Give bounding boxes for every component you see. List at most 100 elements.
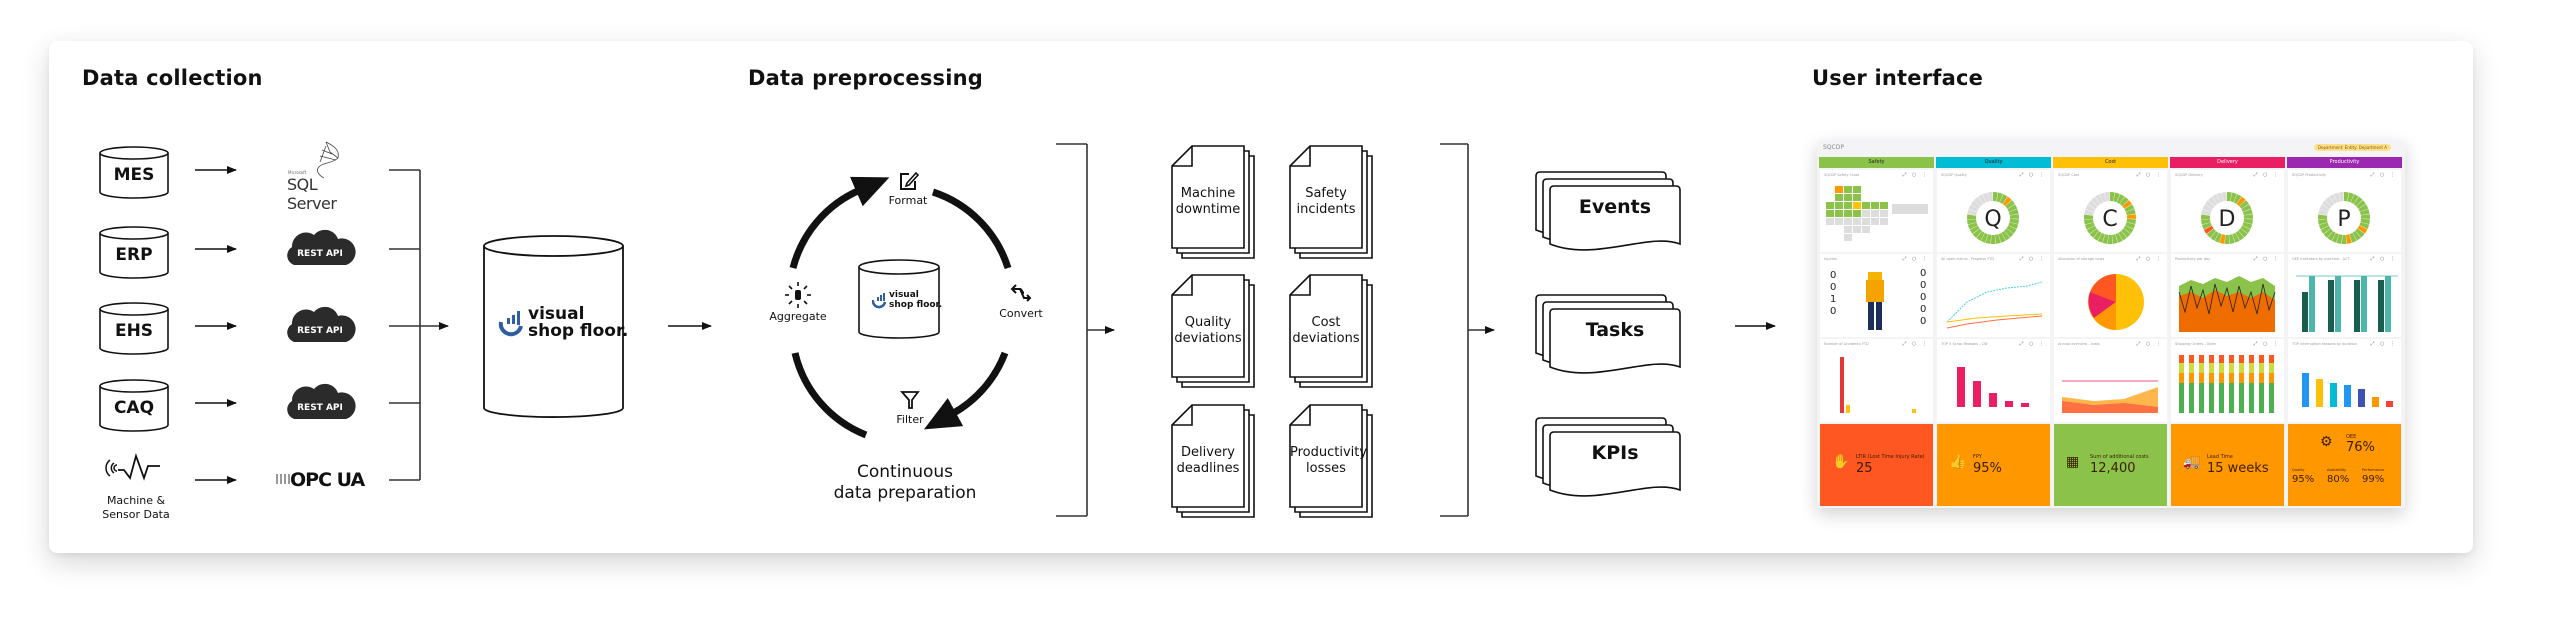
donut-segment [2321,200,2332,210]
dashboard-widget[interactable]: TOP interruption reasons by duration⤢ ○ … [2288,339,2401,422]
donut-segment [2084,214,2094,220]
connector-rest-api: REST API [284,302,356,346]
widget-menu-icons[interactable]: ⤢ ○ ⋮ [2136,341,2163,347]
column-header[interactable]: Safety [1819,157,1934,168]
step-format: Format [878,170,938,207]
donut-segment [1976,231,1985,241]
widget-menu-icons[interactable]: ⤢ ○ ⋮ [2136,172,2163,178]
dashboard-widget[interactable]: SQCDP Cost⤢ ○ ⋮C [2054,170,2167,252]
widget-menu-icons[interactable]: ⤢ ○ ⋮ [1902,341,1929,347]
sql-server-icon [317,141,339,179]
bar [2378,280,2384,332]
safety-cross-day [1853,202,1861,209]
dashboard-widget[interactable]: All open claims - Progress YTD⤢ ○ ⋮ [1937,254,2050,337]
widget-menu-icons[interactable]: ⤢ ○ ⋮ [2370,172,2397,178]
area-series [2179,290,2275,332]
dashboard-widget[interactable]: Annual overview - costs⤢ ○ ⋮ [2054,339,2167,422]
widget-menu-icons[interactable]: ⤢ ○ ⋮ [1902,172,1929,178]
donut-segment [2006,225,2017,234]
stacked-bar [2229,355,2234,363]
widget-menu-icons[interactable]: ⤢ ○ ⋮ [1902,256,1929,262]
stacked-bar [2269,373,2274,383]
dashboard-preview: SQCDP Department: Entity: Department A S… [1817,140,2405,508]
stacked-bar [2269,383,2274,413]
widget-menu-icons[interactable]: ⤢ ○ ⋮ [2136,256,2163,262]
injury-count: 0 [1920,304,1926,315]
stacked-bar [2259,363,2264,373]
safety-cross-day [1853,186,1861,193]
donut-segment [1998,232,2006,243]
donut-segment [2232,232,2240,243]
dashboard-widget[interactable]: SQCDP Productivity⤢ ○ ⋮P [2288,170,2401,252]
safety-cross-day [1853,210,1861,217]
column-header[interactable]: Productivity [2287,157,2402,168]
cloud-icon [287,229,356,265]
source-db-mes: MES [98,144,170,200]
widget-menu-icons[interactable]: ⤢ ○ ⋮ [2253,172,2280,178]
dashboard-filter-chip[interactable]: Department: Entity: Department A [2313,144,2391,151]
dashboard-widget[interactable]: SQCDP Delivery⤢ ○ ⋮D [2171,170,2284,252]
donut-segment [2118,230,2127,241]
column-header[interactable]: Quality [1936,157,2051,168]
safety-cross-day [1862,218,1870,225]
dashboard-widget[interactable]: Allocation of storage costs⤢ ○ ⋮ [2054,254,2167,337]
dashboard-widget[interactable]: Number of Accidents YTD⤢ ○ ⋮ [1820,339,1933,422]
column-header[interactable]: Delivery [2170,157,2285,168]
bracket-collection [389,169,449,481]
dashboard-widget[interactable]: SQCDP Quality⤢ ○ ⋮Q [1937,170,2050,252]
dashboard-widget[interactable]: OEE Indicators by machine - ACT⤢ ○ ⋮ [2288,254,2401,337]
bar [2354,280,2360,332]
bar [2309,276,2315,332]
stacked-bar [2209,373,2214,383]
kpi-value: 12,400 [2090,461,2136,476]
stacked-bar [2179,373,2184,383]
dashboard-widget[interactable]: Productivity per day ⤢ ○ ⋮ [2171,254,2284,337]
donut-segment [2122,200,2132,209]
widget-menu-icons[interactable]: ⤢ ○ ⋮ [2370,341,2397,347]
donut-segment [2224,234,2230,244]
donut-segment [2240,225,2251,234]
kpi-sub-value: 99% [2362,474,2385,485]
dashboard-widget[interactable]: SQCDP Safety Cross⤢ ○ ⋮ [1820,170,1933,252]
injury-count: 0 [1920,268,1926,279]
safety-cross-day [1862,226,1870,233]
widget-chart [2296,275,2398,332]
donut-segment [2085,204,2096,213]
dashboard-widget[interactable]: TOP 5 Scrap Reasons - CW⤢ ○ ⋮ [1937,339,2050,422]
kpi-tile-safety[interactable]: ✋LTIR (Lost Time Injury Rate)25 [1820,424,1933,506]
widget-menu-icons[interactable]: ⤢ ○ ⋮ [2019,256,2046,262]
widget-title: Productivity per day [2175,257,2211,261]
widget-menu-icons[interactable]: ⤢ ○ ⋮ [2019,172,2046,178]
dashboard-widget[interactable]: Shipping Orders - Open⤢ ○ ⋮ [2171,339,2284,422]
donut-segment [2115,232,2123,243]
platform-logo: visual shop floor. [498,306,628,346]
widget-menu-icons[interactable]: ⤢ ○ ⋮ [2370,256,2397,262]
column-header[interactable]: Cost [2053,157,2168,168]
safety-cross-day [1826,202,1834,209]
donut-segment [2325,196,2335,207]
donut-segment [2005,200,2015,209]
donut-segment [2236,196,2246,207]
widget-menu-icons[interactable]: ⤢ ○ ⋮ [2253,256,2280,262]
widget-chart [2062,380,2158,413]
donut-segment [2357,225,2368,234]
edit-icon [900,171,919,190]
output-stack [1535,171,1681,251]
stacked-bar [2249,373,2254,383]
donut-segment [1996,192,2003,203]
safety-cross-day [1835,202,1843,209]
bar [2021,403,2029,407]
aggregate-icon [785,282,811,308]
connector-rest-api: REST API [284,379,356,423]
donut-segment [2333,192,2341,203]
widget-menu-icons[interactable]: ⤢ ○ ⋮ [2253,341,2280,347]
widget-menu-icons[interactable]: ⤢ ○ ⋮ [2019,341,2046,347]
cycle-arrows [789,176,1012,439]
donut-segment [2202,204,2213,213]
